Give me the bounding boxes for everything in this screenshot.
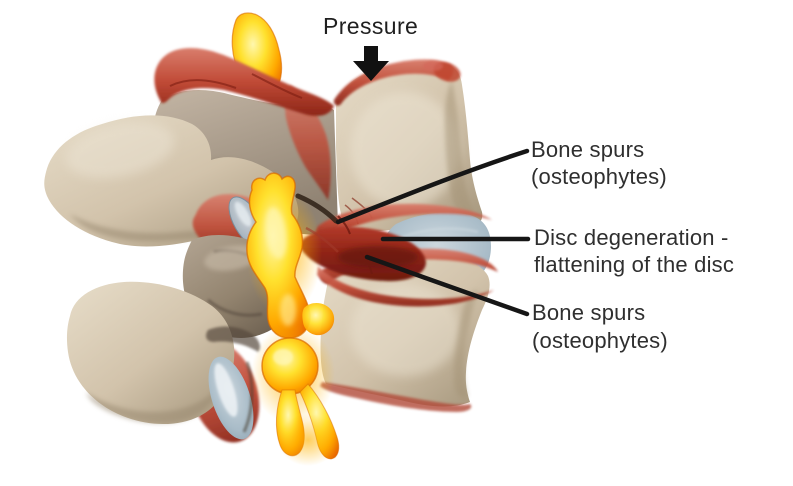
bone-spurs-lower-label-line2: (osteophytes) [532, 328, 668, 353]
bone-spurs-lower-label: Bone spurs (osteophytes) [532, 299, 668, 355]
pressure-label: Pressure [323, 13, 419, 39]
bone-spurs-lower-label-line1: Bone spurs [532, 300, 646, 325]
compressed-nerve-root [246, 172, 339, 339]
disc-degeneration-label: Disc degeneration - flattening of the di… [534, 224, 734, 278]
disc-degeneration-label-line1: Disc degeneration - [534, 225, 729, 250]
facet-joint-lower-cartilage [206, 326, 260, 440]
pointer-line-bone-spurs-upper [335, 148, 530, 225]
pointer-line-bone-spurs-lower [364, 254, 530, 317]
bone-spurs-upper-label-line2: (osteophytes) [531, 164, 667, 189]
bone-spurs-upper-label-line1: Bone spurs [531, 137, 645, 162]
spinous-process-lower [66, 281, 235, 425]
disc-degeneration-label-line2: flattening of the disc [534, 252, 735, 277]
lower-nerve-root [251, 302, 340, 466]
pressure-arrow-icon [353, 46, 389, 81]
upper-vertebra-body [333, 59, 483, 233]
bone-spurs-upper-label: Bone spurs (osteophytes) [531, 136, 667, 190]
